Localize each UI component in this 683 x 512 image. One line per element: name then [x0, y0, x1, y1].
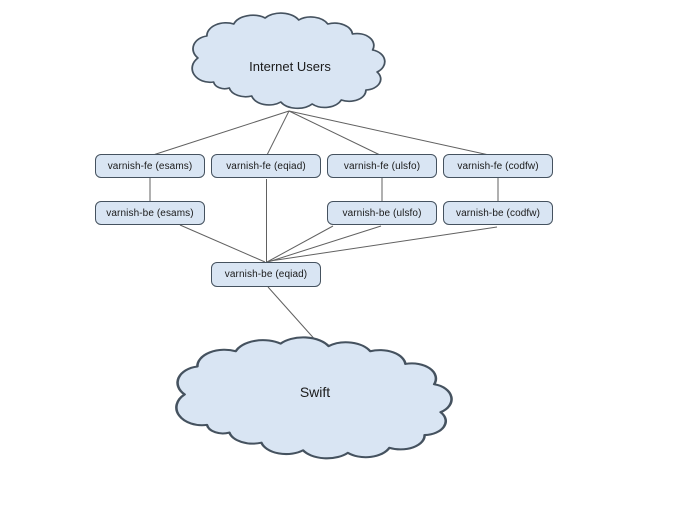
- node-label: varnish-be (codfw): [455, 207, 541, 219]
- node-label: varnish-fe (eqiad): [226, 160, 306, 172]
- edge-be-ulsfo-to-be-eqiad: [267, 225, 382, 263]
- node-varnish-fe-esams: varnish-fe (esams): [95, 154, 205, 178]
- edge-be-codfw-to-be-eqiad: [269, 226, 498, 262]
- edge-internet-to-fe-codfw: [288, 110, 490, 156]
- edge-internet-to-fe-eqiad: [266, 110, 290, 156]
- node-varnish-be-esams: varnish-be (esams): [95, 201, 205, 225]
- node-label: varnish-be (eqiad): [224, 269, 308, 280]
- edge-be-ulsfo-corner-to-be-eqiad: [266, 225, 334, 263]
- node-varnish-fe-ulsfo: varnish-fe (ulsfo): [327, 154, 437, 178]
- swift-label: Swift: [299, 384, 331, 400]
- node-varnish-be-eqiad: varnish-be (eqiad): [211, 262, 321, 287]
- edge-internet-to-fe-esams: [152, 110, 290, 156]
- node-label: varnish-be (esams): [106, 207, 194, 219]
- edge-be-eqiad-to-swift: [267, 286, 319, 344]
- node-varnish-be-ulsfo: varnish-be (ulsfo): [327, 201, 437, 225]
- node-varnish-be-codfw: varnish-be (codfw): [443, 201, 553, 225]
- edge-be-esams-to-be-eqiad: [179, 224, 266, 263]
- edge-internet-to-fe-ulsfo: [288, 110, 381, 156]
- node-varnish-fe-codfw: varnish-fe (codfw): [443, 154, 553, 178]
- node-label: varnish-be (ulsfo): [342, 207, 422, 219]
- node-label: varnish-fe (ulsfo): [343, 160, 421, 172]
- node-varnish-fe-eqiad: varnish-fe (eqiad): [211, 154, 321, 178]
- node-label: varnish-fe (codfw): [457, 160, 539, 172]
- internet-users-label: Internet Users: [249, 59, 331, 74]
- node-label: varnish-fe (esams): [107, 160, 193, 172]
